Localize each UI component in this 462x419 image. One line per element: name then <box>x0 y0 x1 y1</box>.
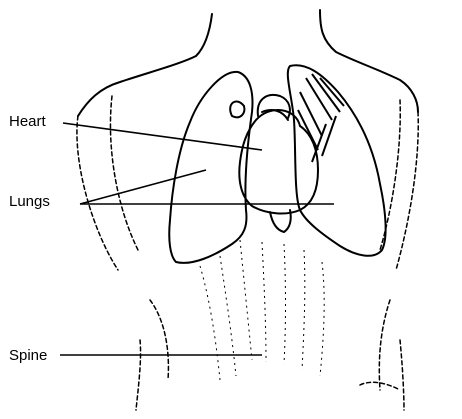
spine-label: Spine <box>9 347 47 364</box>
right-lung <box>288 65 386 256</box>
torso-outline <box>77 10 418 410</box>
lungs-leader-line-left <box>80 170 206 204</box>
heart-label: Heart <box>9 113 47 130</box>
lungs-label: Lungs <box>9 193 50 210</box>
spine-region <box>200 240 324 380</box>
heart-leader-line <box>63 123 262 150</box>
heart-organ <box>230 95 318 232</box>
